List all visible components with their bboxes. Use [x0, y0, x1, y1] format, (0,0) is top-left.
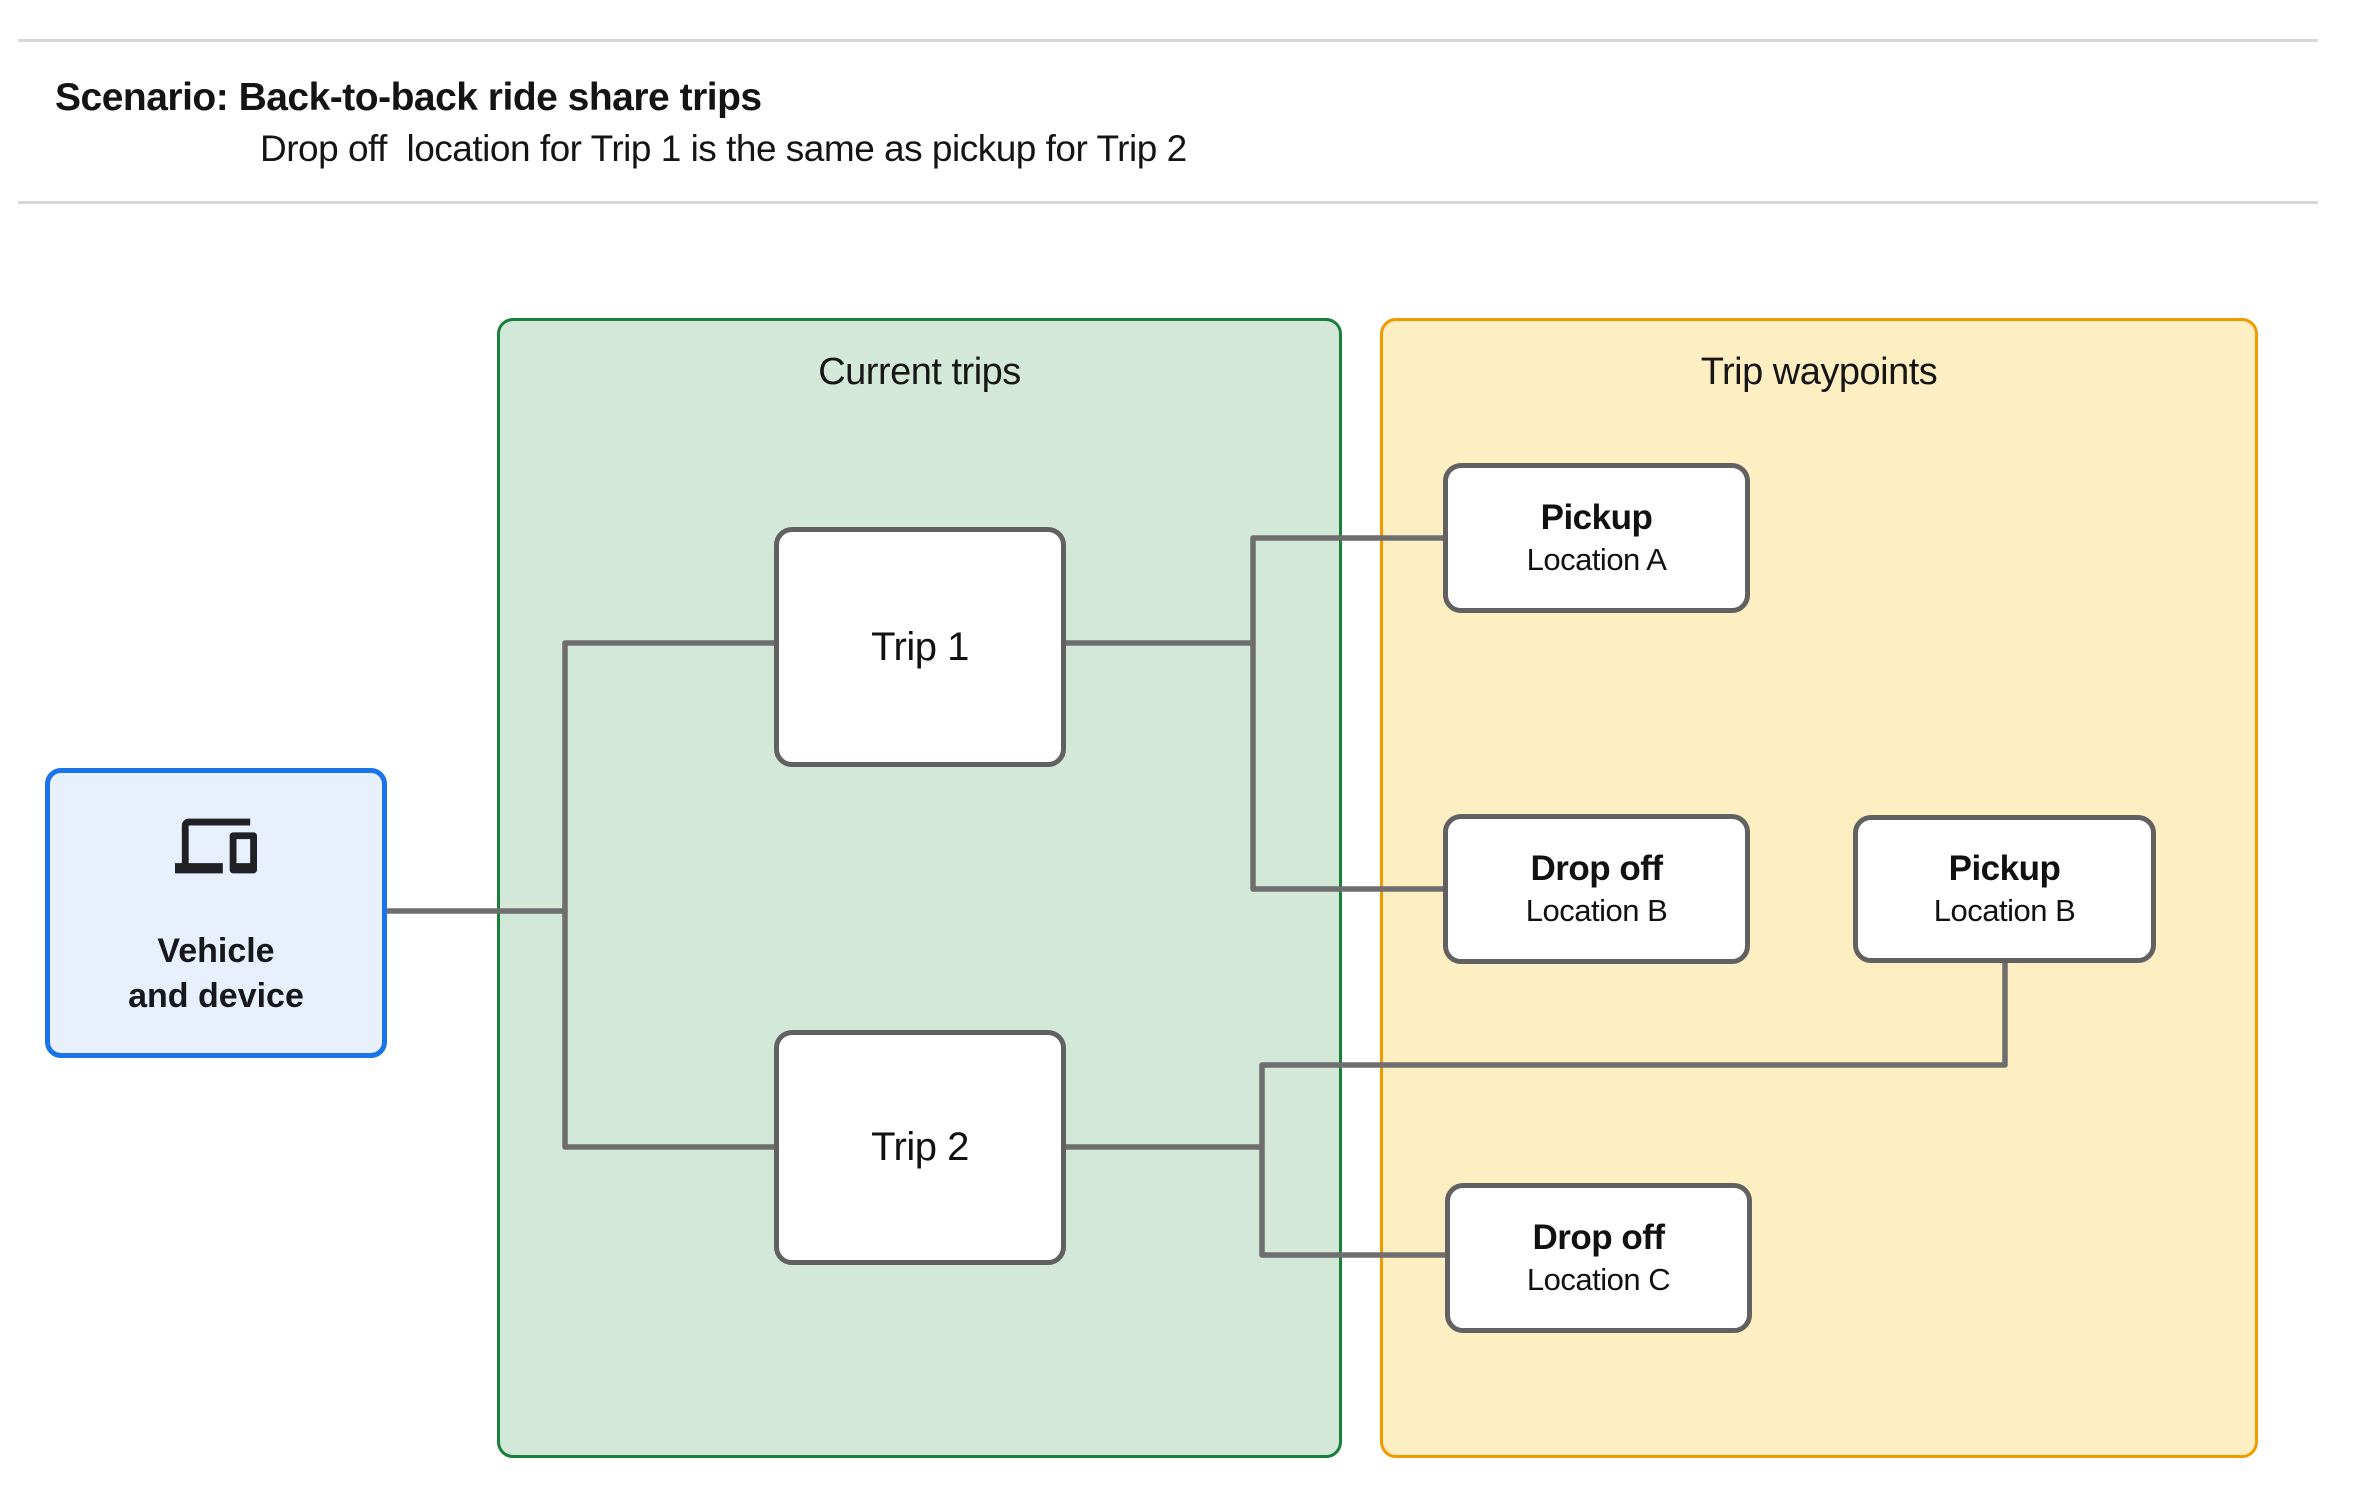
dropoff-location-b-title: Drop off — [1530, 848, 1663, 888]
dropoff-location-b-node: Drop off Location B — [1443, 814, 1750, 964]
header-divider-bottom — [18, 201, 2318, 204]
current-trips-panel: Current trips — [497, 318, 1342, 1458]
pickup-location-b-subtitle: Location B — [1933, 892, 2076, 928]
vehicle-node-label: Vehicle and device — [128, 929, 304, 1019]
dropoff-location-c-node: Drop off Location C — [1445, 1183, 1752, 1333]
header-divider-top — [18, 39, 2318, 42]
current-trips-panel-title: Current trips — [818, 351, 1021, 393]
trip-2-label: Trip 2 — [871, 1125, 969, 1169]
trip-2-node: Trip 2 — [774, 1030, 1066, 1265]
pickup-location-a-title: Pickup — [1540, 497, 1653, 537]
pickup-location-a-node: Pickup Location A — [1443, 463, 1750, 613]
vehicle-and-device-node: Vehicle and device — [45, 768, 387, 1058]
dropoff-location-c-subtitle: Location C — [1526, 1261, 1671, 1297]
connector-pickupB-trip2-to-dropoffC — [1259, 959, 2008, 1258]
trip-waypoints-panel-title: Trip waypoints — [1700, 351, 1938, 393]
connector-trip1-to-pickupA-dropoffB — [1250, 535, 1446, 892]
dropoff-location-b-subtitle: Location B — [1525, 892, 1668, 928]
trip-1-node: Trip 1 — [774, 527, 1066, 767]
vehicle-node-label-line2: and device — [128, 977, 304, 1016]
devices-icon — [175, 818, 257, 874]
pickup-location-b-node: Pickup Location B — [1853, 815, 2156, 963]
dropoff-location-c-title: Drop off — [1532, 1217, 1665, 1257]
page-subtitle: Drop off location for Trip 1 is the same… — [260, 128, 1187, 169]
trip-1-label: Trip 1 — [871, 624, 969, 669]
connector-fork-to-trip1-trip2 — [562, 640, 777, 1150]
vehicle-node-label-line1: Vehicle — [157, 932, 275, 971]
pickup-location-b-title: Pickup — [1948, 848, 2061, 888]
pickup-location-a-subtitle: Location A — [1526, 541, 1667, 577]
page-title: Scenario: Back-to-back ride share trips — [55, 76, 762, 119]
